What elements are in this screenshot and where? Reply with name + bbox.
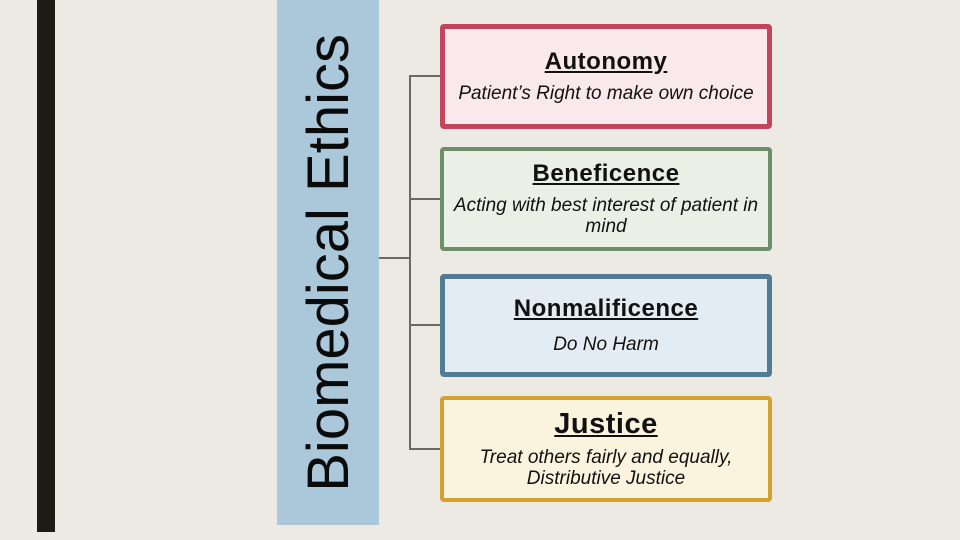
connector-branch-nonmalificence xyxy=(411,324,440,326)
connector-branch-beneficence xyxy=(411,198,440,200)
vertical-title-panel: Biomedical Ethics xyxy=(277,0,379,525)
left-accent-bar xyxy=(37,0,55,532)
box-title-autonomy: Autonomy xyxy=(544,47,668,75)
ethics-box-nonmalificence: Nonmalificence Do No Harm xyxy=(440,274,772,377)
box-body-nonmalificence: Do No Harm xyxy=(553,334,659,356)
box-body-autonomy: Patient’s Right to make own choice xyxy=(458,83,754,105)
box-title-beneficence: Beneficence xyxy=(532,159,680,187)
box-title-justice: Justice xyxy=(554,408,658,441)
box-body-justice: Treat others fairly and equally, Distrib… xyxy=(479,446,733,489)
ethics-box-justice: Justice Treat others fairly and equally,… xyxy=(440,396,772,502)
box-body-beneficence: Acting with best interest of patient in … xyxy=(453,195,759,238)
connector-trunk xyxy=(409,75,411,450)
ethics-box-beneficence: Beneficence Acting with best interest of… xyxy=(440,147,772,251)
ethics-box-autonomy: Autonomy Patient’s Right to make own cho… xyxy=(440,24,772,129)
slide-title: Biomedical Ethics xyxy=(295,33,361,492)
connector-branch-autonomy xyxy=(411,75,440,77)
box-title-nonmalificence: Nonmalificence xyxy=(513,294,699,322)
connector-branch-justice xyxy=(411,448,440,450)
connector-stub xyxy=(379,257,410,259)
